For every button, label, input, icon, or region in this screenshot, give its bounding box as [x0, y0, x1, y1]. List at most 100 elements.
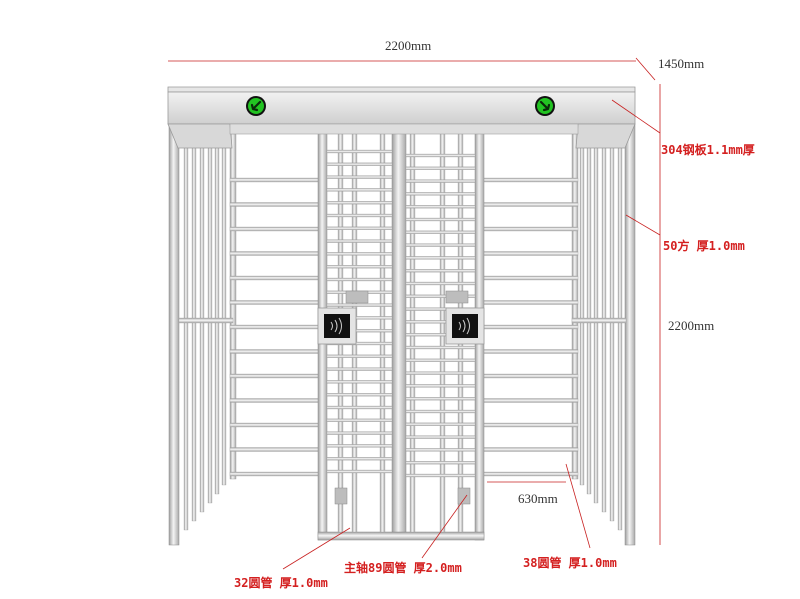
horizontal-arm [229, 398, 323, 403]
rotor-arm [405, 230, 476, 234]
horizontal-arm [481, 447, 579, 452]
rotor-arm [326, 380, 393, 384]
rfid-icon [330, 317, 342, 335]
square-post [624, 123, 636, 546]
fence-rail [571, 317, 627, 324]
rotor-arm [326, 303, 393, 307]
rotor-arm [405, 345, 476, 350]
callout-square-post: 50方 厚1.0mm [663, 238, 745, 253]
rotor-arm [326, 277, 393, 282]
rotor-arm [326, 354, 393, 358]
card-reader-left [317, 307, 357, 345]
rotor-arm [326, 418, 393, 422]
rotor-arm [326, 201, 393, 205]
rotor-arm [405, 397, 476, 401]
callout-arm-tube: 32圆管 厚1.0mm [234, 575, 328, 590]
horizontal-arm [481, 398, 579, 403]
rotor-arm [326, 188, 393, 192]
callout-leader-main-shaft [421, 494, 468, 559]
horizontal-arm [229, 373, 323, 379]
rotor-arm [326, 393, 393, 397]
rotor-base-rail [317, 531, 485, 541]
green-arrow-down-right-icon [535, 96, 555, 116]
horizontal-arm [229, 349, 323, 354]
fence-rail [178, 317, 234, 324]
rotor-arm [326, 265, 393, 269]
overall-width-label: 2200mm [385, 38, 431, 53]
rotor-arm [326, 162, 393, 166]
fence-bar [191, 137, 197, 522]
horizontal-arm [481, 177, 579, 183]
horizontal-arm [229, 422, 323, 428]
mechanism-block [345, 290, 369, 304]
mechanism-block [445, 290, 469, 304]
horizontal-arm [481, 422, 579, 428]
horizontal-arm [481, 324, 579, 330]
rotor-arm [326, 444, 393, 448]
mechanism-block [334, 487, 348, 505]
rotor-bar [439, 131, 446, 533]
horizontal-arm [481, 373, 579, 379]
left-side-fence [168, 123, 323, 546]
horizontal-arm [229, 324, 323, 330]
horizontal-arm [481, 300, 579, 305]
rotor-arm [326, 239, 393, 243]
rotor-arm [326, 431, 393, 435]
square-post [168, 123, 180, 546]
horizontal-arm [229, 202, 323, 207]
rotor-arm [405, 294, 476, 298]
back-post [571, 133, 579, 480]
horizontal-arm [481, 275, 579, 281]
horizontal-arm [481, 226, 579, 232]
depth-dimension-line [635, 57, 656, 81]
back-post [229, 133, 237, 480]
rotor-arm [326, 367, 393, 371]
top-canopy [167, 86, 636, 149]
rotor-arm [405, 461, 476, 465]
rotor-bar [409, 131, 416, 533]
rotor-arm [405, 217, 476, 222]
callout-leader-top-plate [611, 99, 661, 134]
rotor-arm [326, 252, 393, 256]
fence-bar [579, 145, 585, 486]
rotor-arm [405, 153, 476, 158]
right-side-fence [481, 123, 636, 546]
horizontal-arm [229, 275, 323, 281]
rotor-arm [405, 435, 476, 439]
horizontal-arm [229, 447, 323, 452]
rotor-arm [326, 149, 393, 154]
rotor-arm [405, 256, 476, 260]
rotor-arm [405, 269, 476, 273]
fence-bar [609, 137, 615, 522]
fence-bar [183, 135, 189, 531]
callout-leader-square-post [625, 214, 661, 236]
horizontal-arm [481, 349, 579, 354]
rotor-arm [405, 358, 476, 362]
horizontal-arm [229, 300, 323, 305]
fence-bar [601, 139, 607, 513]
main-shaft [391, 131, 407, 533]
rotor-arm [405, 473, 476, 478]
rotor-arm [405, 179, 476, 183]
rotor-arm [405, 205, 476, 209]
rotor-arm [326, 175, 393, 179]
fence-bar [617, 135, 623, 531]
dimension-lines [168, 57, 661, 570]
rotor-arm [405, 166, 476, 170]
card-reader-right [445, 307, 485, 345]
rotor-arm [326, 469, 393, 474]
rotor-arm [405, 243, 476, 247]
horizontal-arm [229, 177, 323, 183]
mechanism-block [457, 487, 471, 505]
depth-label: 1450mm [658, 56, 704, 71]
fence-bar [221, 145, 227, 486]
callout-side-tube: 38圆管 厚1.0mm [523, 555, 617, 570]
rotor-arm [405, 409, 476, 414]
overall-height-label: 2200mm [668, 318, 714, 333]
callout-main-shaft: 主轴89圆管 厚2.0mm [344, 560, 462, 575]
horizontal-arm [229, 251, 323, 256]
horizontal-arm [481, 471, 579, 477]
gap-width-label: 630mm [518, 491, 558, 506]
rotor-arm [405, 371, 476, 375]
